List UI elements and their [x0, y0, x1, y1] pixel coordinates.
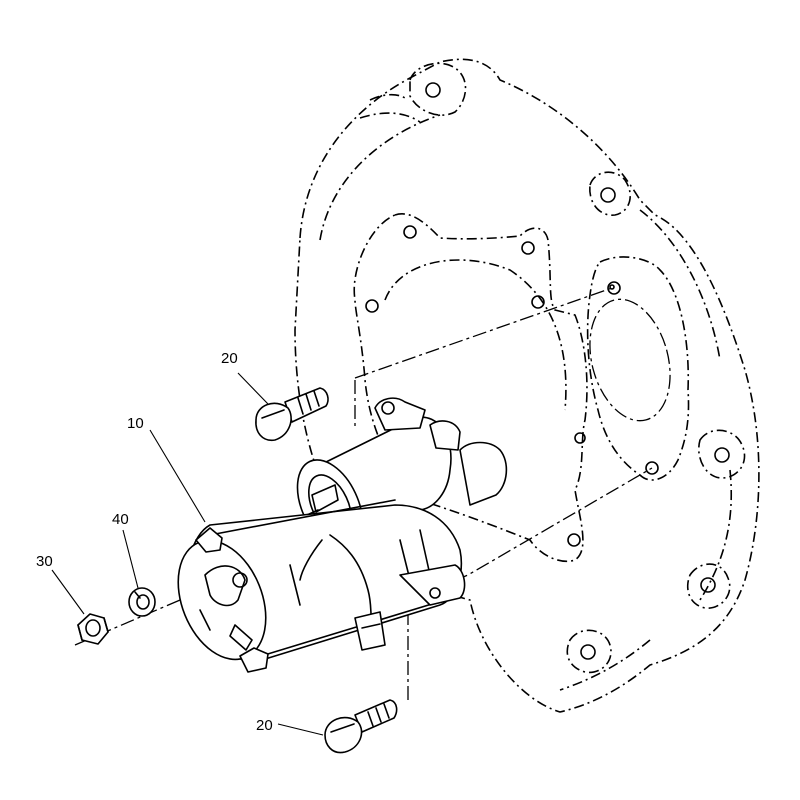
- starter-mounting-pad: [586, 256, 690, 481]
- bolt-lower-thread: [367, 703, 390, 727]
- starter-motor: [177, 397, 508, 673]
- nut-bore: [85, 619, 101, 637]
- bolt-lower-head: [324, 716, 363, 754]
- bolt-upper: [255, 387, 329, 442]
- flange-hole-6: [567, 533, 581, 547]
- pad-hole-lower: [645, 461, 659, 475]
- housing-right-lower-boss: [686, 563, 731, 609]
- housing-bottom-boss: [566, 629, 612, 674]
- wiring-lead-2: [299, 539, 323, 581]
- housing-right-mid-boss: [698, 429, 746, 479]
- end-cap-brush-plate: [204, 565, 246, 607]
- leader-30: [51, 569, 85, 615]
- upper-ear-hole: [381, 401, 395, 415]
- starter-pilot-bore: [589, 298, 671, 422]
- flange-hole-5: [574, 432, 586, 444]
- housing-right-upper-boss: [589, 171, 631, 216]
- housing-lower-rib: [559, 469, 733, 691]
- callout-labels: 10 20 20 30 40: [36, 350, 273, 734]
- bolt-upper-head: [255, 402, 292, 442]
- washer-split: [134, 591, 141, 599]
- housing-right-lower-hole: [700, 577, 716, 593]
- housing-bottom-hole: [580, 644, 596, 660]
- bolt-lower: [324, 699, 398, 754]
- starter-lower-flange: [399, 564, 466, 606]
- callout-10: 10: [127, 415, 144, 432]
- housing-right-upper-hole: [600, 187, 616, 203]
- housing-right-mid-hole: [714, 447, 730, 463]
- flange-hole-2: [521, 241, 535, 255]
- end-cap-slot: [199, 609, 211, 631]
- through-bolt-head-bottom: [239, 647, 269, 673]
- pad-hole-upper-center: [609, 284, 615, 290]
- through-bolt-head-top: [195, 527, 223, 553]
- upper-bolt-centerline: [354, 287, 613, 430]
- flange-hole-4: [365, 299, 379, 313]
- lock-washer: [128, 587, 156, 617]
- through-bolts: [209, 499, 446, 661]
- callout-leaders: [51, 372, 324, 736]
- starter-upper-ear: [374, 397, 426, 431]
- end-cap-tab: [229, 624, 253, 651]
- callout-20-upper: 20: [221, 350, 238, 367]
- leader-20-lower: [277, 723, 324, 736]
- starter-pinion-housing: [459, 441, 508, 506]
- bolt-upper-thread: [297, 390, 320, 415]
- hex-nut: [77, 613, 109, 645]
- bolt-upper-shank: [284, 387, 329, 423]
- washer-inner: [136, 594, 150, 610]
- housing-inner-rib: [319, 114, 721, 361]
- housing-top-ridge: [359, 93, 421, 123]
- pad-hole-upper: [607, 281, 621, 295]
- callout-40: 40: [112, 511, 129, 528]
- end-cap-boss: [232, 572, 248, 588]
- bolt-lower-head-edge: [330, 723, 355, 733]
- solenoid-terminal: [311, 484, 339, 513]
- callout-20-lower: 20: [256, 717, 273, 734]
- housing-top-boss: [409, 62, 467, 116]
- leader-40: [122, 529, 139, 589]
- washer-outer: [128, 587, 156, 617]
- callout-30: 30: [36, 553, 53, 570]
- wiring-connector: [354, 611, 386, 651]
- leader-20-upper: [237, 372, 269, 405]
- bolt-upper-head-edge: [261, 409, 285, 419]
- housing-inner-bore: [384, 259, 567, 411]
- flange-hole-1: [403, 225, 417, 239]
- nut-flats: [77, 617, 109, 641]
- starter-upper-boss: [429, 420, 461, 451]
- connector-latch: [361, 623, 381, 629]
- leader-10: [149, 429, 206, 523]
- lower-flange-hole: [429, 587, 441, 599]
- housing-top-hole: [425, 82, 441, 98]
